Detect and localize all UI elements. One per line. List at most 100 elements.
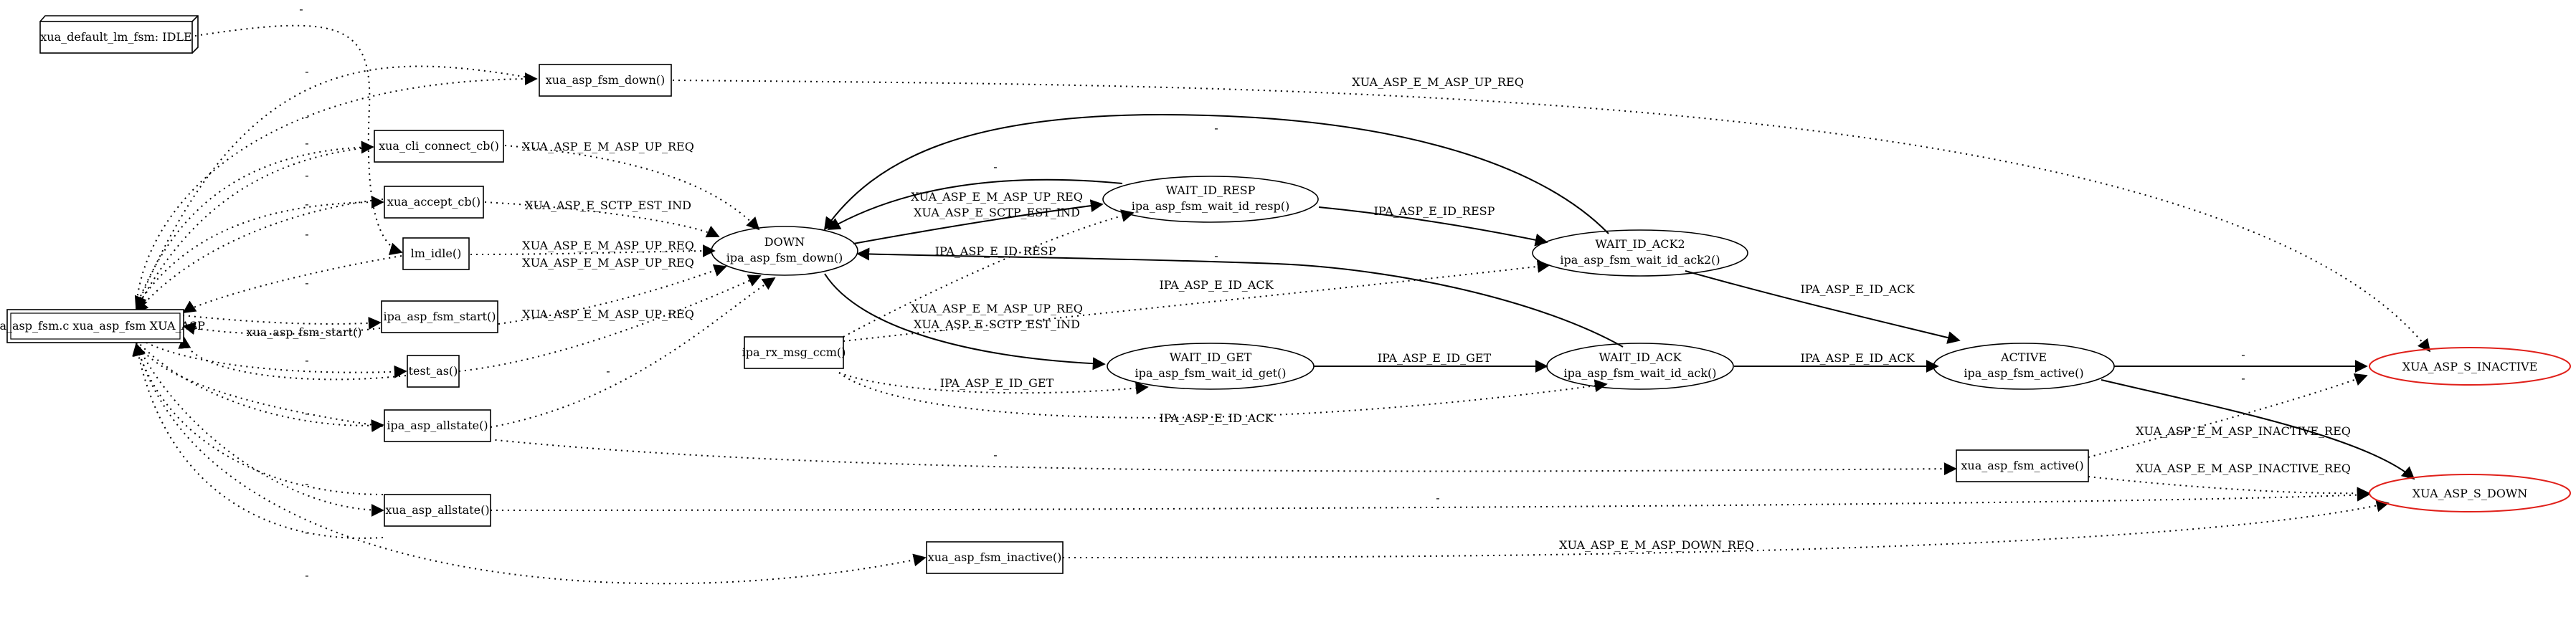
label-lm-idle-m-asp-up-req-2: XUA_ASP_E_M_ASP_UP_REQ — [522, 256, 694, 269]
node-asp-fsm-down: xua_asp_fsm_down() — [539, 64, 672, 97]
node-xua-asp-fsm-active: xua_asp_fsm_active() — [1956, 449, 2089, 482]
label-resp-to-ack2: IPA_ASP_E_ID_RESP — [1374, 204, 1495, 218]
label-lm-idle-m-asp-up-req-1: XUA_ASP_E_M_ASP_UP_REQ — [522, 239, 694, 252]
label-top-m-asp-up-req: XUA_ASP_E_M_ASP_UP_REQ — [1352, 75, 1524, 89]
state-wait-id-resp-fn: ipa_asp_fsm_wait_id_resp() — [1132, 199, 1289, 213]
node-ipa-asp-fsm-start: ipa_asp_fsm_start() — [381, 300, 498, 333]
state-wait-id-ack-name: WAIT_ID_ACK — [1599, 350, 1682, 364]
label-ccm-id-ack-upper: IPA_ASP_E_ID_ACK — [1159, 278, 1274, 292]
state-down-fn: ipa_asp_fsm_down() — [726, 251, 843, 264]
label-dash-19: - — [1436, 491, 1439, 505]
label-down-up-req: XUA_ASP_E_M_ASP_UP_REQ — [911, 190, 1083, 204]
label-dash-8: - — [305, 276, 308, 290]
edge-wait-id-resp-to-wait-id-ack2 — [1318, 206, 1548, 247]
state-wait-id-ack-fn: ipa_asp_fsm_wait_id_ack() — [1563, 366, 1716, 380]
label-dash-12: - — [305, 525, 308, 539]
edge-xua-asp-test-as — [136, 336, 407, 378]
node-xua-asp-allstate: xua_asp_allstate() — [384, 494, 491, 527]
label-dash-1: - — [299, 2, 303, 16]
state-wait-id-resp: WAIT_ID_RESP ipa_asp_fsm_wait_id_resp() — [1102, 176, 1319, 223]
label-accept-sctp-est-ind: XUA_ASP_E_SCTP_EST_IND — [525, 199, 691, 212]
state-active-name: ACTIVE — [2000, 350, 2047, 364]
label-dash-20: - — [2241, 348, 2245, 361]
node-cli-connect-cb-label: xua_cli_connect_cb() — [379, 139, 499, 153]
edge-asp-fsm-down-to-s-inactive — [672, 80, 2431, 353]
edge-test-as-back — [178, 335, 407, 381]
edge-wait-id-resp-to-down — [827, 178, 1123, 230]
label-ccm-id-get: IPA_ASP_E_ID_GET — [940, 376, 1054, 390]
label-ack-to-down-id-resp: IPA_ASP_E_ID_RESP — [935, 244, 1056, 258]
edge-ccm-to-wait-id-resp — [843, 209, 1135, 338]
edge-active-to-s-down — [2101, 379, 2415, 480]
edge-wait-id-ack2-to-down — [823, 113, 1609, 234]
label-down-req: XUA_ASP_E_M_ASP_DOWN_REQ — [1559, 538, 1754, 552]
state-s-down-label: XUA_ASP_S_DOWN — [2412, 487, 2528, 500]
state-wait-id-ack: WAIT_ID_ACK ipa_asp_fsm_wait_id_ack() — [1546, 343, 1734, 390]
label-dash-9: - — [305, 353, 308, 367]
edge-xua-asp-accept — [136, 196, 384, 307]
node-ipa-rx-msg-ccm: ipa_rx_msg_ccm() — [742, 336, 846, 369]
node-test-as-label: test_as() — [409, 364, 458, 378]
node-ipa-asp-fsm-start-label: ipa_asp_fsm_start() — [384, 310, 496, 323]
state-s-inactive-label: XUA_ASP_S_INACTIVE — [2402, 360, 2538, 373]
edge-xua-allstate-back — [132, 343, 384, 539]
label-ack2-to-active-id-ack: IPA_ASP_E_ID_ACK — [1800, 282, 1915, 296]
label-dash-18: - — [993, 448, 997, 462]
edge-ccm-to-wait-id-ack — [838, 372, 1608, 419]
label-dash-3: - — [305, 110, 308, 123]
state-wait-id-ack2: WAIT_ID_ACK2 ipa_asp_fsm_wait_id_ack2() — [1532, 229, 1748, 277]
label-dash-6: - — [305, 197, 308, 211]
edge-wait-id-ack2-to-active — [1685, 270, 1961, 344]
label-dash-15: - — [1214, 121, 1218, 135]
label-asp-fsm-start: xua_asp_fsm_start() — [247, 325, 362, 339]
edge-ccm-to-wait-id-get — [838, 372, 1149, 395]
edge-asp-fsm-down-back — [134, 65, 537, 310]
edge-xua-asp-xua-allstate — [136, 342, 384, 517]
state-wait-id-get: WAIT_ID_GET ipa_asp_fsm_wait_id_get() — [1107, 343, 1315, 390]
state-s-inactive: XUA_ASP_S_INACTIVE — [2369, 347, 2571, 386]
edge-lm-idle-back — [182, 255, 402, 313]
edge-ipa-start-back — [182, 322, 381, 335]
node-xua-asp-label: xua_asp_fsm.c xua_asp_fsm XUA_ASP — [0, 319, 205, 333]
label-dash-21: - — [2241, 371, 2245, 385]
node-xua-asp-fsm-inactive: xua_asp_fsm_inactive() — [926, 541, 1064, 574]
state-wait-id-get-name: WAIT_ID_GET — [1170, 350, 1252, 364]
edge-accept-to-down — [484, 201, 720, 238]
label-dash-5: - — [305, 168, 308, 182]
state-active-fn: ipa_asp_fsm_active() — [1964, 366, 2083, 380]
label-dash-4: - — [305, 136, 308, 150]
edge-cli-connect-to-down — [504, 145, 760, 231]
state-down: DOWN ipa_asp_fsm_down() — [711, 226, 858, 276]
edge-xua-asp-fsm-active — [136, 342, 1957, 476]
node-ipa-rx-msg-ccm-label: ipa_rx_msg_ccm() — [742, 345, 846, 359]
label-get-to-ack-id-get: IPA_ASP_E_ID_GET — [1378, 351, 1492, 365]
edge-fsm-active-to-s-inactive — [2088, 373, 2368, 458]
edge-down-to-wait-id-get — [824, 273, 1106, 371]
label-dash-14: - — [993, 160, 997, 173]
edge-accept-back — [135, 199, 384, 314]
state-s-down: XUA_ASP_S_DOWN — [2369, 474, 2571, 512]
node-test-as: test_as() — [407, 355, 460, 388]
label-active-inactive-req-2: XUA_ASP_E_M_ASP_INACTIVE_REQ — [2136, 462, 2351, 475]
label-dash-2: - — [305, 65, 308, 78]
node-default-lm-fsm-label: xua_default_lm_fsm: IDLE — [40, 30, 191, 44]
node-accept-cb: xua_accept_cb() — [384, 186, 484, 219]
node-lm-idle: lm_idle() — [402, 237, 470, 270]
node-default-lm-fsm: xua_default_lm_fsm: IDLE — [39, 15, 199, 54]
label-dash-13: - — [305, 568, 308, 582]
node-xua-asp-allstate-label: xua_asp_allstate() — [385, 503, 489, 517]
node-ipa-asp-allstate: ipa_asp_allstate() — [384, 409, 491, 442]
label-ack-to-active-id-ack: IPA_ASP_E_ID_ACK — [1800, 351, 1915, 365]
label-ccm-id-ack-lower: IPA_ASP_E_ID_ACK — [1159, 411, 1274, 425]
edge-ipa-allstate-to-down — [490, 277, 776, 428]
edge-fsm-inactive-to-s-down — [1062, 499, 2390, 558]
node-accept-cb-label: xua_accept_cb() — [387, 195, 480, 209]
label-active-inactive-req-1: XUA_ASP_E_M_ASP_INACTIVE_REQ — [2136, 424, 2351, 438]
node-ipa-asp-allstate-label: ipa_asp_allstate() — [387, 419, 488, 432]
label-down-sctp-est: XUA_ASP_E_SCTP_EST_IND — [914, 206, 1080, 219]
label-dash-7: - — [305, 227, 308, 241]
edge-xua-allstate-to-s-down — [490, 488, 2370, 511]
edge-fsm-active-to-s-down — [2088, 476, 2370, 500]
node-lm-idle-label: lm_idle() — [411, 247, 462, 260]
